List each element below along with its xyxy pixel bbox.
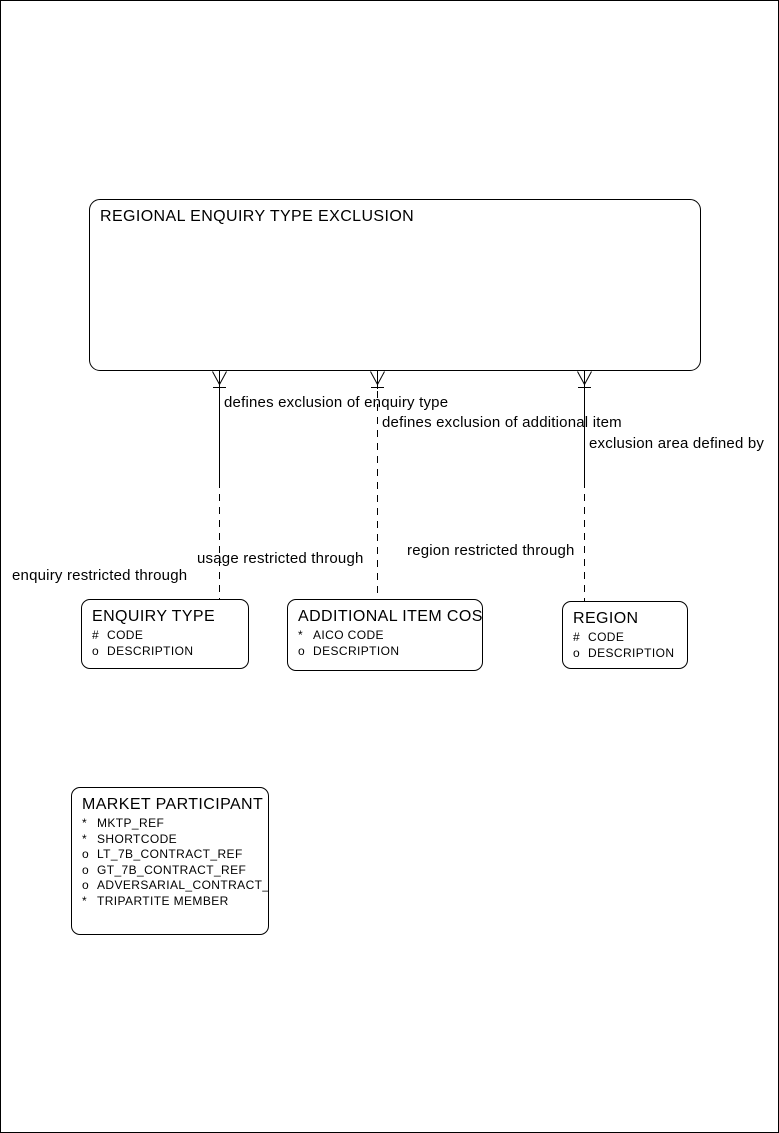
- attribute-name: CODE: [588, 630, 625, 644]
- attribute-name: CODE: [107, 628, 144, 642]
- entity-market-participant[interactable]: MARKET PARTICIPANT * MKTP_REF * SHORTCOD…: [71, 787, 269, 935]
- relationship-label-enquiry-restricted-through: enquiry restricted through: [12, 567, 188, 584]
- entity-title: ADDITIONAL ITEM COST: [298, 608, 483, 625]
- attribute-bullet: *: [82, 831, 88, 846]
- attribute-row: o LT_7B_CONTRACT_REF: [82, 847, 258, 863]
- attribute-bullet: o: [298, 643, 306, 658]
- attribute-row: * SHORTCODE: [82, 832, 258, 848]
- relationship-label-usage-restricted-through: usage restricted through: [197, 550, 364, 567]
- attribute-bullet: o: [82, 862, 90, 877]
- attribute-bullet: *: [298, 628, 304, 642]
- attribute-row: # CODE: [92, 628, 238, 644]
- crows-foot-icon: [370, 371, 385, 388]
- entity-regional-enquiry-type-exclusion[interactable]: REGIONAL ENQUIRY TYPE EXCLUSION: [89, 199, 701, 371]
- relationship-label-defines-exclusion-of-enquiry-type: defines exclusion of enquiry type: [224, 394, 449, 411]
- attribute-name: SHORTCODE: [97, 831, 178, 846]
- entity-title: ENQUIRY TYPE: [92, 608, 216, 625]
- entity-title: MARKET PARTICIPANT: [82, 796, 264, 813]
- entity-additional-item-cost[interactable]: ADDITIONAL ITEM COST * AICO CODE o DESCR…: [287, 599, 483, 671]
- attribute-row: * TRIPARTITE MEMBER: [82, 894, 258, 910]
- attribute-row: # CODE: [573, 630, 677, 646]
- attribute-row: o DESCRIPTION: [298, 644, 472, 660]
- relationship-line-region: [577, 371, 592, 601]
- attribute-bullet: *: [82, 893, 88, 908]
- attribute-bullet: *: [82, 816, 88, 830]
- attribute-name: GT_7B_CONTRACT_REF: [97, 862, 247, 877]
- entity-title: REGIONAL ENQUIRY TYPE EXCLUSION: [100, 208, 415, 225]
- attribute-name: DESCRIPTION: [107, 643, 194, 658]
- attribute-row: o GT_7B_CONTRACT_REF: [82, 863, 258, 879]
- attribute-bullet: o: [573, 645, 581, 660]
- relationship-label-exclusion-area-defined-by: exclusion area defined by: [589, 435, 765, 452]
- entity-region[interactable]: REGION # CODE o DESCRIPTION: [562, 601, 688, 669]
- crows-foot-icon: [577, 371, 592, 388]
- entity-enquiry-type[interactable]: ENQUIRY TYPE # CODE o DESCRIPTION: [81, 599, 249, 669]
- attribute-row: o DESCRIPTION: [573, 646, 677, 662]
- attribute-name: LT_7B_CONTRACT_REF: [97, 847, 243, 861]
- entity-title: REGION: [573, 610, 639, 627]
- attribute-bullet: #: [573, 630, 581, 644]
- attribute-row: o DESCRIPTION: [92, 644, 238, 660]
- attribute-bullet: #: [92, 628, 100, 642]
- attribute-bullet: o: [92, 643, 100, 658]
- attribute-name: DESCRIPTION: [313, 643, 400, 658]
- relationship-label-defines-exclusion-of-additional-item: defines exclusion of additional item: [382, 414, 622, 431]
- attribute-name: AICO CODE: [313, 628, 384, 642]
- attribute-row: * MKTP_REF: [82, 816, 258, 832]
- crows-foot-icon: [212, 371, 227, 388]
- attribute-name: TRIPARTITE MEMBER: [97, 893, 229, 908]
- attribute-name: MKTP_REF: [97, 816, 165, 830]
- attribute-name: DESCRIPTION: [588, 645, 675, 660]
- relationship-label-region-restricted-through: region restricted through: [407, 542, 575, 559]
- attribute-name: ADVERSARIAL_CONTRACT_REF: [97, 878, 269, 892]
- attribute-bullet: o: [82, 847, 90, 861]
- attribute-row: * AICO CODE: [298, 628, 472, 644]
- attribute-row: o ADVERSARIAL_CONTRACT_REF: [82, 878, 268, 894]
- attribute-bullet: o: [82, 878, 90, 892]
